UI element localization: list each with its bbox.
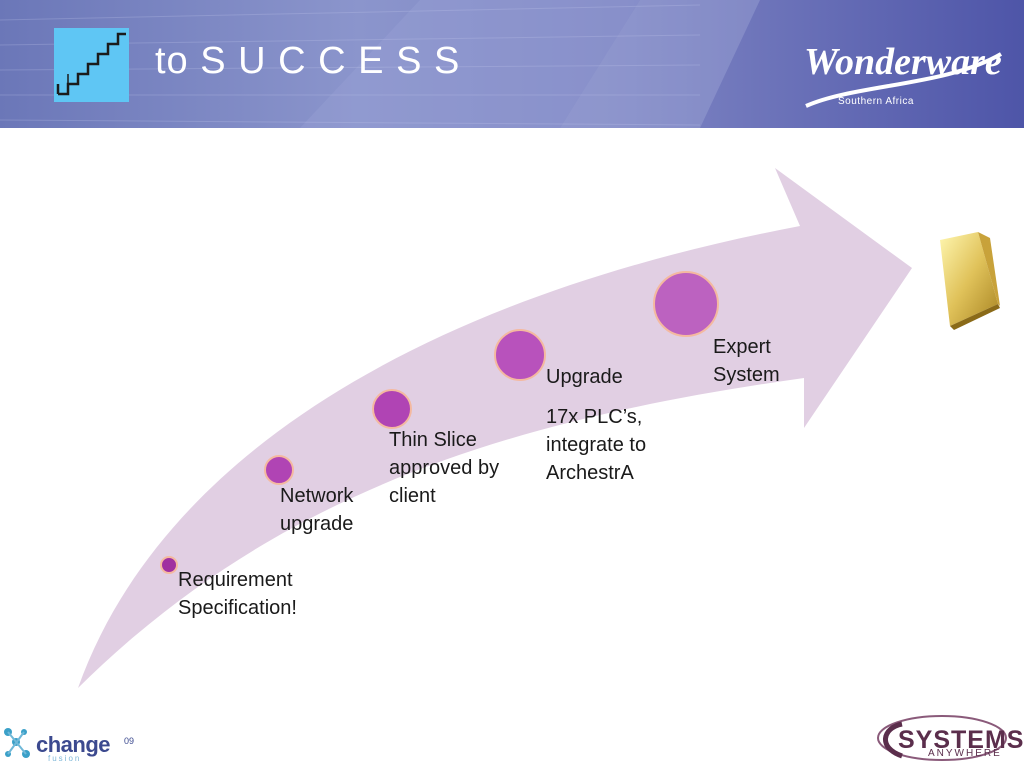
gold-bar-icon	[940, 232, 1000, 330]
milestone-dot-5	[653, 271, 719, 337]
systems-subtitle: ANYWHERE	[928, 748, 1002, 759]
milestone-dot-3	[372, 389, 412, 429]
systems-anywhere-logo-icon	[877, 715, 1007, 761]
milestone-label-5: Expert System	[713, 336, 780, 386]
systems-brand: SYSTEMS	[898, 726, 1024, 754]
xchange-brand: change	[36, 732, 111, 757]
xchange-logo-icon	[4, 728, 30, 758]
stairs-icon	[54, 28, 129, 102]
logo-wordmark: Wonderware	[804, 41, 1002, 83]
milestone-label-4-heading: Upgrade	[546, 366, 623, 388]
milestone-dot-1	[160, 556, 178, 574]
milestone-label-2: Network upgrade	[280, 485, 354, 535]
milestone-dot-4	[494, 329, 546, 381]
milestone-label-1: Requirement Specification!	[178, 569, 297, 619]
page-title: to S U C C E S S	[155, 40, 460, 83]
xchange-subtitle: fusion	[48, 754, 82, 763]
logo-subtitle: Southern Africa	[838, 96, 914, 107]
building-background	[0, 0, 760, 128]
milestone-dot-2	[264, 455, 294, 485]
header-banner: to S U C C E S S Wonderware Southern Afr…	[0, 0, 1024, 128]
milestone-label-4: 17x PLC’s, integrate to ArchestrA	[546, 406, 647, 484]
wonderware-logo: Wonderware	[804, 41, 1003, 108]
xchange-version: 09	[124, 736, 135, 746]
milestone-label-3: Thin Slice approved by client	[389, 429, 500, 507]
title-prefix: to	[155, 40, 189, 82]
title-main: S U C C E S S	[200, 40, 461, 82]
progress-arrow-diagram	[78, 168, 1000, 688]
